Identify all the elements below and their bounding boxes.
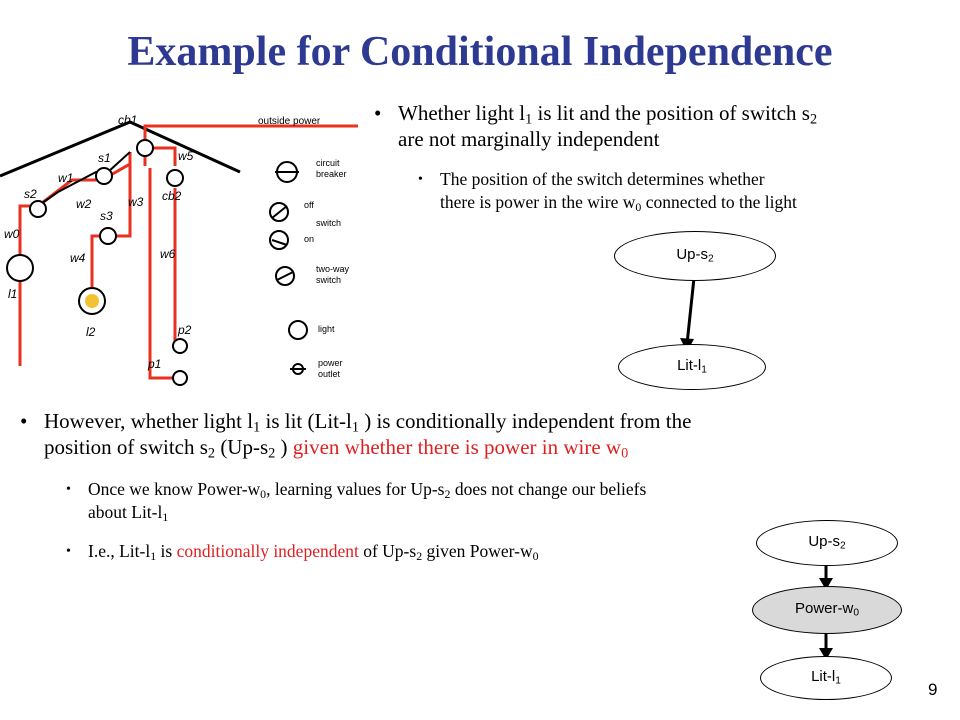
label-l1: l1 <box>8 287 17 301</box>
sub-bullet-switch-determines: • The position of the switch determines … <box>418 169 797 214</box>
bullet-dot: • <box>20 409 28 433</box>
graph-conditional <box>819 566 833 660</box>
node-up-s2-conditional: Up-s2 <box>756 520 898 566</box>
arrowhead <box>819 578 833 590</box>
label-s1: s1 <box>98 151 111 165</box>
label-p2: p2 <box>177 323 192 337</box>
node-lit-l1: Lit-l1 <box>618 344 766 390</box>
slide-title: Example for Conditional Independence <box>127 29 833 75</box>
legend-breaker: breaker <box>316 169 347 179</box>
roof-line <box>0 120 241 178</box>
legend-light: light <box>318 324 335 334</box>
node-lit-l1-conditional: Lit-l1 <box>760 656 892 700</box>
legend-switch: switch <box>316 218 341 228</box>
sub-bullet-dot: • <box>66 482 71 497</box>
legend-circuit: circuit <box>316 158 340 168</box>
sub-bullet-ie: • I.e., Lit-l1 is conditionally independ… <box>66 541 539 563</box>
label-cb2: cb2 <box>162 189 182 203</box>
node-up-s2: Up-s2 <box>614 231 776 281</box>
edge-up-s2-to-lit-l1 <box>685 277 696 345</box>
label-p1: p1 <box>147 357 161 371</box>
sub-bullet-dot: • <box>66 544 71 559</box>
page-number: 9 <box>928 680 938 699</box>
arrowhead <box>819 648 833 660</box>
label-s2: s2 <box>24 187 37 201</box>
label-s3: s3 <box>100 209 113 223</box>
sub-bullet-dot: • <box>418 172 423 187</box>
label-w4: w4 <box>70 251 86 265</box>
bullet-dot: • <box>374 101 382 125</box>
legend-on: on <box>304 234 314 244</box>
label-w2: w2 <box>76 197 92 211</box>
label-w5: w5 <box>178 149 194 163</box>
circuit-diagram: cb1 w5 s1 w1 s2 w2 w0 w3 cb2 s3 w4 w6 l1… <box>0 96 385 408</box>
label-outside-power: outside power <box>258 116 321 127</box>
legend-two-way: two-way <box>316 264 350 274</box>
label-w0: w0 <box>4 227 20 241</box>
bullet-marginal-dependence: • Whether light l1 is lit and the positi… <box>374 101 818 151</box>
label-w6: w6 <box>160 247 176 261</box>
legend-outlet: outlet <box>318 369 341 379</box>
node-power-w0: Power-w0 <box>752 586 902 634</box>
label-l2: l2 <box>86 325 96 339</box>
label-cb1: cb1 <box>118 113 137 127</box>
legend-power: power <box>318 358 343 368</box>
label-w3: w3 <box>128 195 144 209</box>
sub-bullet-once-we-know: • Once we know Power-w0, learning values… <box>66 479 647 524</box>
legend-off: off <box>304 200 314 210</box>
legend-two-way-switch: switch <box>316 275 341 285</box>
label-w1: w1 <box>58 171 73 185</box>
bullet-conditional-independence: • However, whether light l1 is lit (Lit-… <box>20 409 692 462</box>
